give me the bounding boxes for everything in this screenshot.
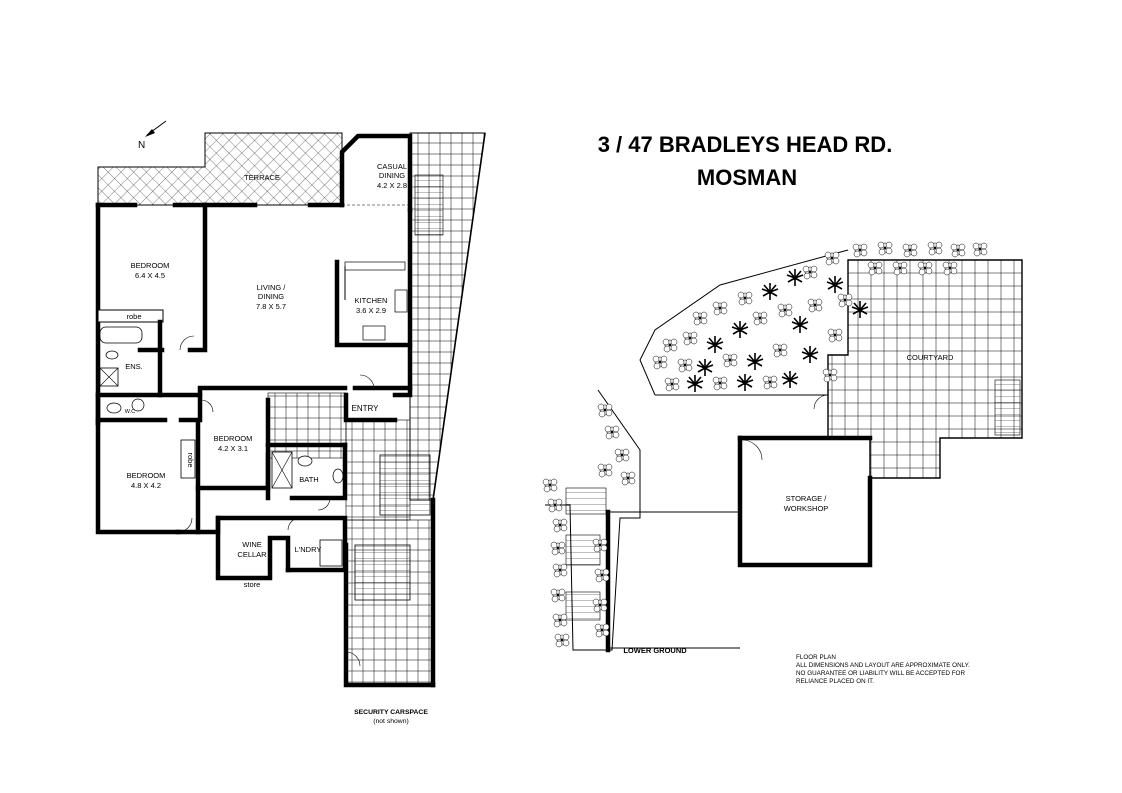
room-bedroom-3: BEDROOM [127, 471, 166, 480]
room-living-line2: DINING [258, 292, 284, 301]
disclaimer-line-1: FLOOR PLAN [796, 654, 836, 661]
room-robe-2: robe [186, 452, 195, 467]
disclaimer-line-2: ALL DIMENSIONS AND LAYOUT ARE APPROXIMAT… [796, 662, 970, 669]
room-courtyard: COURTYARD [907, 353, 954, 362]
room-casual-dining-dims: 4.2 X 2.8 [377, 181, 407, 190]
room-bath: BATH [299, 475, 318, 484]
carspace-label: SECURITY CARSPACE [354, 709, 428, 716]
room-workshop: WORKSHOP [784, 504, 829, 513]
disclaimer-block: FLOOR PLAN ALL DIMENSIONS AND LAYOUT ARE… [796, 654, 970, 685]
room-casual-dining-line2: DINING [379, 171, 405, 180]
north-arrow-icon [145, 120, 167, 137]
room-robe-1: robe [126, 312, 141, 321]
terrace-area [97, 132, 343, 206]
lower-ground-labels: COURTYARD STORAGE / WORKSHOP LOWER GROUN… [623, 353, 954, 655]
north-label: N [138, 140, 145, 151]
room-ensuite: ENS. [125, 362, 143, 371]
room-terrace: TERRACE [244, 173, 280, 182]
room-living-dims: 7.8 X 5.7 [256, 302, 286, 311]
room-bedroom-1-dims: 6.4 X 4.5 [135, 271, 165, 280]
lower-ground-label: LOWER GROUND [623, 646, 687, 655]
title-suburb: MOSMAN [697, 165, 797, 190]
room-storage: STORAGE / [786, 494, 828, 503]
room-casual-dining: CASUAL [377, 162, 407, 171]
room-bedroom-3-dims: 4.8 X 4.2 [131, 481, 161, 490]
disclaimer-line-4: RELIANCE PLACED ON IT. [796, 678, 874, 685]
room-entry: ENTRY [352, 404, 380, 413]
disclaimer-line-3: NO GUARANTEE OR LIABILITY WILL BE ACCEPT… [796, 670, 965, 677]
room-kitchen-dims: 3.6 X 2.9 [356, 306, 386, 315]
carspace-note: (not shown) [373, 718, 409, 725]
room-wine-cellar-line2: CELLAR [237, 550, 267, 559]
room-bedroom-2-dims: 4.2 X 3.1 [218, 444, 248, 453]
main-floor-plan [95, 132, 486, 688]
title-address: 3 / 47 BRADLEYS HEAD RD. [598, 132, 893, 157]
room-living: LIVING / [257, 283, 287, 292]
room-bedroom-2: BEDROOM [214, 434, 253, 443]
room-store: store [244, 580, 261, 589]
room-laundry: L'NDRY [295, 545, 322, 554]
room-kitchen: KITCHEN [355, 296, 388, 305]
main-floor-labels: TERRACE CASUAL DINING 4.2 X 2.8 BEDROOM … [125, 162, 429, 725]
room-wine-cellar: WINE [242, 540, 262, 549]
room-wc: W.C [125, 409, 135, 415]
room-bedroom-1: BEDROOM [131, 261, 170, 270]
